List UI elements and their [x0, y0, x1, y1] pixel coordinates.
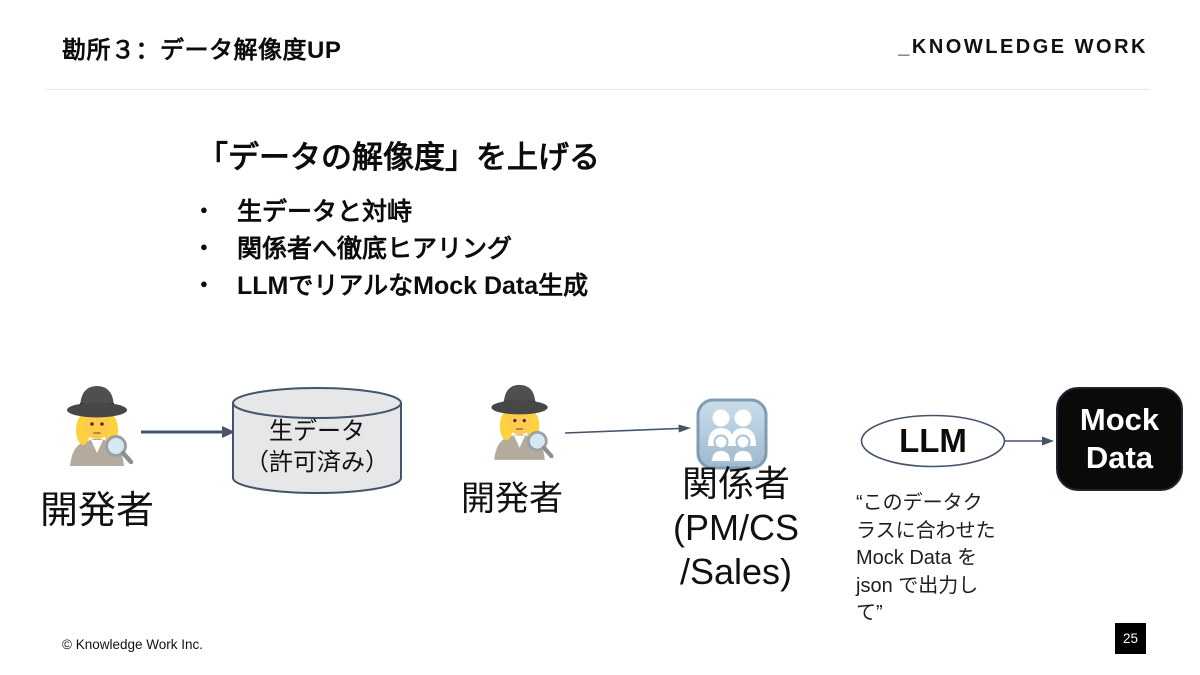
header-divider: [45, 89, 1150, 90]
llm-prompt-quote: “このデータク ラスに合わせた Mock Data を json で出力し て”: [856, 492, 996, 624]
bullet-dot-icon: ●: [200, 239, 208, 254]
section-heading: 「データの解像度」を上げる: [197, 140, 600, 175]
database-cylinder-icon: [232, 387, 402, 494]
bullet-item: ● 生データと対峙: [200, 191, 588, 228]
copyright-text: © Knowledge Work Inc.: [62, 637, 204, 652]
arrow-developer-to-database: [141, 426, 235, 438]
bullet-item: ● LLMでリアルなMock Data生成: [200, 265, 588, 302]
mock-data-box: Mock Data: [1056, 387, 1183, 491]
developer1-label: 開発者: [40, 490, 155, 532]
woman-detective-icon: [491, 384, 554, 460]
woman-detective-icon: [67, 386, 134, 466]
bullet-text: LLMでリアルなMock Data生成: [237, 271, 589, 300]
slide-title: 勘所３：データ解像度UP: [62, 37, 342, 64]
developer2-label: 開発者: [461, 480, 563, 518]
bullet-dot-icon: ●: [200, 202, 208, 217]
page-number-badge: 25: [1115, 623, 1146, 654]
bullet-list: ● 生データと対峙 ● 関係者へ徹底ヒアリング ● LLMでリアルなMock D…: [200, 191, 588, 302]
llm-label: LLM: [899, 422, 967, 459]
bullet-dot-icon: ●: [200, 276, 208, 291]
database-label: 生データ （許可済み）: [245, 418, 389, 476]
arrow-developer-to-stakeholders: [565, 424, 691, 434]
stakeholders-label: 関係者 (PM/CS /Sales): [673, 463, 799, 592]
family-icon: [696, 398, 768, 470]
bullet-item: ● 関係者へ徹底ヒアリング: [200, 228, 588, 265]
arrow-llm-to-mockdata: [1004, 436, 1054, 446]
bullet-text: 関係者へ徹底ヒアリング: [237, 234, 513, 263]
bullet-text: 生データと対峙: [237, 197, 413, 226]
knowledge-work-logo: _KNOWLEDGE WORK: [898, 36, 1148, 58]
